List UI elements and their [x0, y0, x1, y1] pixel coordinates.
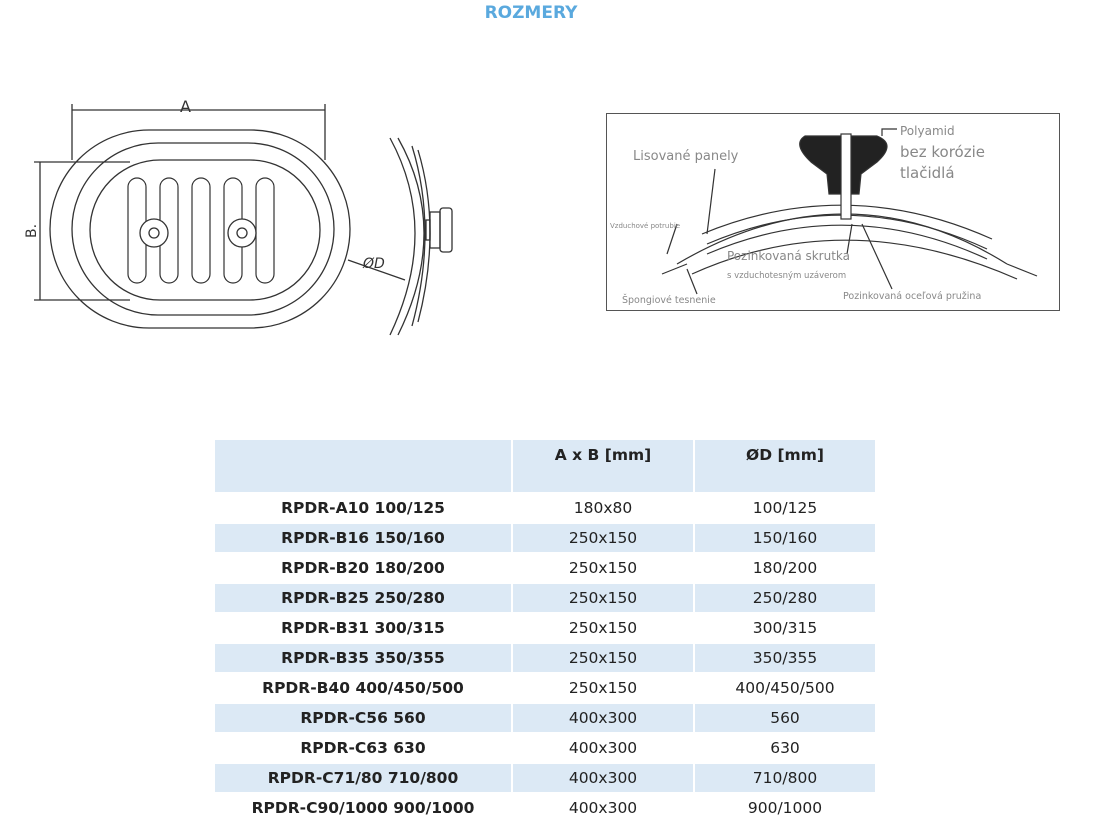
table-row: RPDR-B20 180/200 250x150 180/200: [215, 554, 875, 582]
header-axb: A x B [mm]: [513, 440, 693, 492]
label-bez-korozie: bez korózie: [900, 143, 986, 161]
label-spongiove-tesnenie: Špongiové tesnenie: [622, 295, 716, 306]
axb-cell: 400x300: [568, 799, 638, 817]
label-tlacidla: tlačidlá: [900, 164, 955, 182]
diameter-cell: 180/200: [752, 559, 818, 577]
model-cell: RPDR-B35 350/355: [215, 644, 511, 672]
header-model: [215, 440, 511, 492]
model-cell: RPDR-A10 100/125: [281, 499, 445, 517]
label-b: B.: [24, 224, 40, 238]
axb-cell: 400x300: [568, 739, 638, 757]
table-row: RPDR-C90/1000 900/1000 400x300 900/1000: [215, 794, 875, 822]
model-cell: RPDR-C71/80 710/800: [215, 764, 511, 792]
axb-cell: 180x80: [573, 499, 633, 517]
label-lisovane-panely: Lisované panely: [633, 149, 739, 164]
diameter-cell: 900/1000: [747, 799, 823, 817]
axb-cell: 400x300: [513, 764, 693, 792]
axb-cell: 250x150: [568, 619, 638, 637]
table-header-row: A x B [mm] ØD [mm]: [215, 440, 875, 492]
model-cell: RPDR-B40 400/450/500: [262, 679, 464, 697]
axb-cell: 250x150: [568, 679, 638, 697]
model-cell: RPDR-C63 630: [300, 739, 426, 757]
model-cell: RPDR-C56 560: [215, 704, 511, 732]
label-vzduchove-potrubie: Vzduchové potrubie: [610, 222, 681, 230]
diameter-cell: 630: [770, 739, 800, 757]
section-detail-figure: Polyamid bez korózie tlačidlá Lisované p…: [606, 113, 1060, 311]
table-row: RPDR-B31 300/315 250x150 300/315: [215, 614, 875, 642]
model-cell: RPDR-B20 180/200: [281, 559, 445, 577]
axb-cell: 250x150: [513, 584, 693, 612]
model-cell: RPDR-B16 150/160: [215, 524, 511, 552]
diameter-cell: 150/160: [695, 524, 875, 552]
axb-cell: 250x150: [513, 644, 693, 672]
label-a: A: [180, 97, 191, 116]
dimension-drawing: A B. ØD: [24, 97, 453, 336]
label-uzaver: s vzduchotesným uzáverom: [727, 271, 847, 281]
table-row: RPDR-C63 630 400x300 630: [215, 734, 875, 762]
section-drawing: [661, 128, 1038, 295]
page-title: ROZMERY: [484, 3, 578, 23]
model-cell: RPDR-B25 250/280: [215, 584, 511, 612]
diameter-cell: 710/800: [695, 764, 875, 792]
axb-cell: 400x300: [513, 704, 693, 732]
dimensions-table: A x B [mm] ØD [mm] RPDR-A10 100/125 180x8…: [213, 438, 877, 824]
axb-cell: 250x150: [568, 559, 638, 577]
label-d: ØD: [362, 256, 385, 272]
model-cell: RPDR-C90/1000 900/1000: [251, 799, 475, 817]
diameter-cell: 400/450/500: [735, 679, 835, 697]
diameter-cell: 100/125: [752, 499, 818, 517]
label-pruzina: Pozinkovaná oceľová pružina: [843, 291, 982, 302]
header-diameter: ØD [mm]: [695, 440, 875, 492]
diameter-cell: 560: [695, 704, 875, 732]
label-polyamid: Polyamid: [900, 124, 955, 138]
model-cell: RPDR-B31 300/315: [281, 619, 445, 637]
label-skrutka: Pozinkovaná skrutka: [727, 249, 851, 263]
diameter-cell: 250/280: [695, 584, 875, 612]
table-row: RPDR-B40 400/450/500 250x150 400/450/500: [215, 674, 875, 702]
axb-cell: 250x150: [513, 524, 693, 552]
diameter-cell: 300/315: [752, 619, 818, 637]
table-row: RPDR-A10 100/125 180x80 100/125: [215, 494, 875, 522]
diameter-cell: 350/355: [695, 644, 875, 672]
